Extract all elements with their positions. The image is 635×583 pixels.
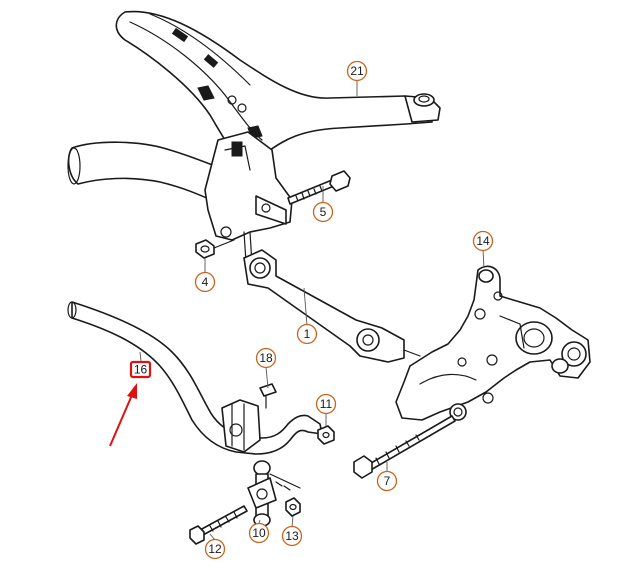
svg-text:7: 7 [384, 474, 391, 488]
wheel-bearing-housing-14 [395, 265, 591, 421]
svg-text:1: 1 [304, 327, 311, 341]
callout-21[interactable]: 21 [346, 60, 368, 82]
bolt-12 [189, 505, 248, 545]
callout-5[interactable]: 5 [312, 201, 334, 223]
bar-bushing-clamp [221, 399, 261, 453]
svg-text:16: 16 [134, 363, 148, 377]
callout-14[interactable]: 14 [472, 230, 494, 252]
svg-text:4: 4 [202, 275, 209, 289]
stabilizer-bar-16 [67, 301, 323, 455]
subframe [67, 10, 441, 265]
svg-text:10: 10 [252, 526, 266, 540]
callout-1[interactable]: 1 [296, 323, 318, 345]
callout-12[interactable]: 12 [204, 538, 226, 560]
callout-13[interactable]: 13 [281, 525, 303, 547]
svg-text:11: 11 [320, 397, 333, 411]
callout-16-highlighted[interactable]: 16 [129, 360, 152, 379]
callout-4[interactable]: 4 [194, 271, 216, 293]
callout-7[interactable]: 7 [376, 470, 398, 492]
svg-text:21: 21 [350, 64, 364, 78]
svg-text:13: 13 [285, 529, 299, 543]
leader-lines [139, 80, 485, 541]
svg-text:14: 14 [476, 234, 490, 248]
bolt-7 [353, 415, 456, 479]
callout-11[interactable]: 11 [315, 393, 337, 415]
bolt-5 [287, 170, 351, 205]
nut-13 [285, 497, 301, 517]
nut-4 [195, 239, 235, 259]
highlight-arrow [109, 383, 137, 447]
callout-10[interactable]: 10 [248, 522, 270, 544]
callout-18[interactable]: 18 [255, 347, 277, 369]
control-arm-1 [243, 249, 421, 363]
nut-11 [317, 425, 335, 445]
svg-text:5: 5 [320, 205, 327, 219]
svg-text:18: 18 [259, 351, 273, 365]
svg-text:12: 12 [208, 542, 222, 556]
